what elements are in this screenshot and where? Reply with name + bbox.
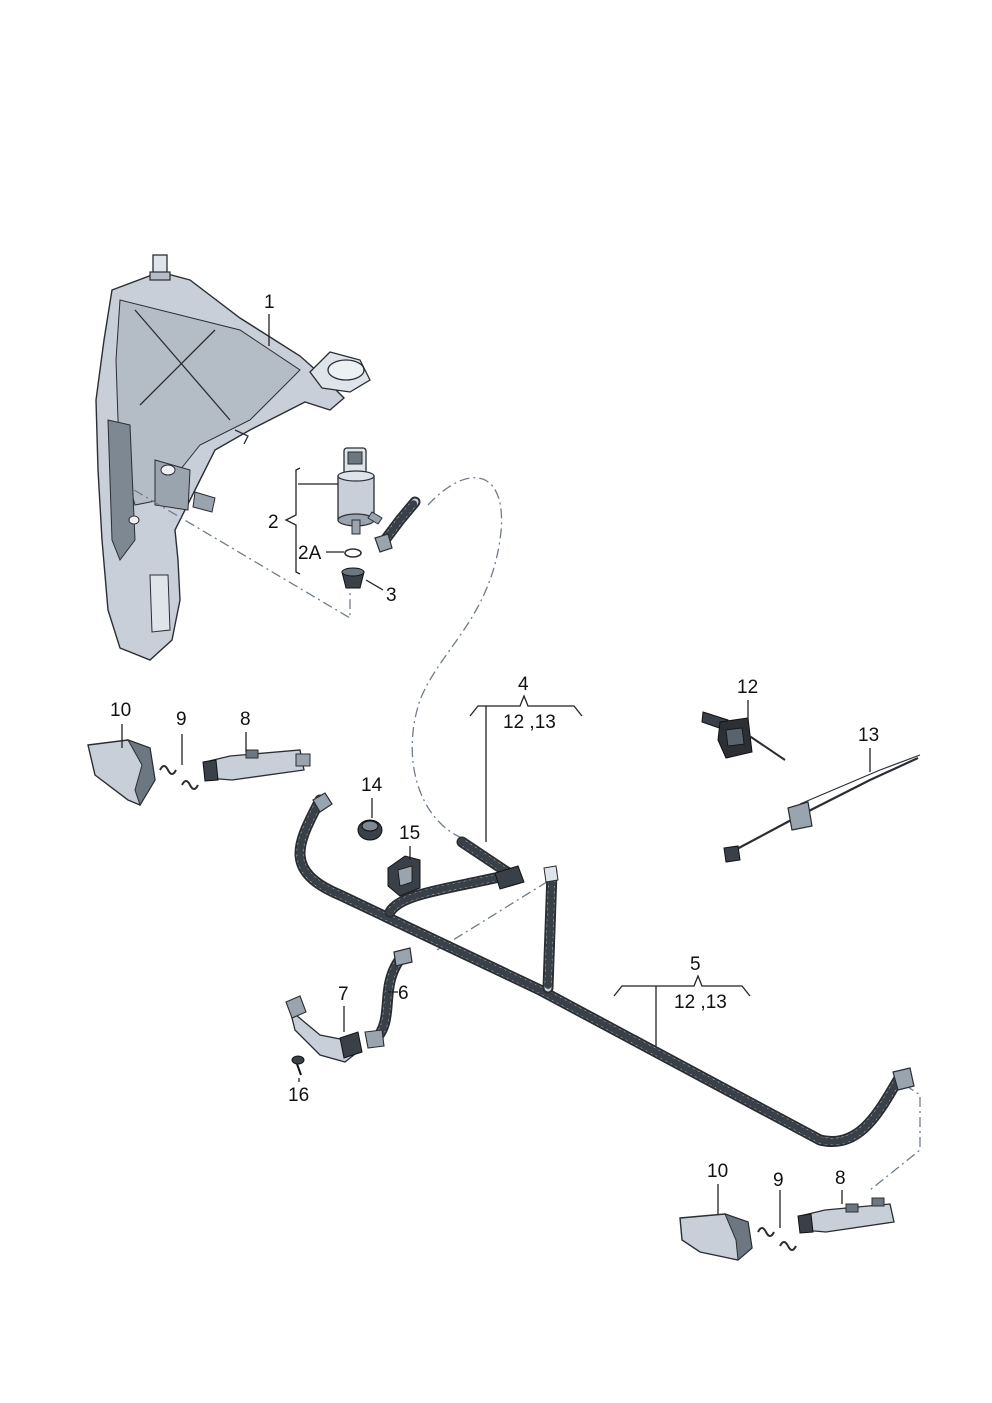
callout-12: 12 bbox=[737, 677, 758, 698]
headlight-washer-cover-left bbox=[87, 739, 156, 807]
callout-8-right: 8 bbox=[835, 1168, 846, 1189]
spring-left bbox=[159, 765, 199, 790]
callout-9-right: 9 bbox=[773, 1170, 784, 1191]
callout-10-right: 10 bbox=[707, 1161, 728, 1182]
washer-pump bbox=[337, 447, 383, 535]
callout-15: 15 bbox=[399, 823, 420, 844]
callout-5-sub: 12 ,13 bbox=[674, 992, 727, 1013]
nozzle-holder bbox=[285, 995, 385, 1063]
screw bbox=[291, 1055, 305, 1076]
nozzle-cylinder-left bbox=[202, 749, 311, 782]
seal-ring bbox=[344, 548, 362, 558]
callout-7: 7 bbox=[338, 984, 349, 1005]
callout-16: 16 bbox=[288, 1085, 309, 1106]
callout-4-sub: 12 ,13 bbox=[503, 712, 556, 733]
callout-9-left: 9 bbox=[176, 709, 187, 730]
callout-13: 13 bbox=[858, 725, 879, 746]
cable-clip bbox=[701, 711, 786, 761]
hose-clamp bbox=[357, 819, 383, 841]
callout-14: 14 bbox=[361, 775, 383, 796]
cable-tie bbox=[723, 754, 921, 863]
callout-2a: 2A bbox=[298, 543, 322, 564]
callout-6: 6 bbox=[398, 983, 409, 1004]
callout-2: 2 bbox=[268, 512, 279, 533]
callout-8-left: 8 bbox=[240, 709, 251, 730]
callout-3: 3 bbox=[386, 585, 397, 606]
holder-bracket bbox=[387, 855, 421, 897]
nozzle-cylinder-right bbox=[797, 1197, 895, 1234]
washer-fluid-reservoir bbox=[95, 254, 371, 661]
callout-10-left: 10 bbox=[110, 700, 131, 721]
callout-4: 4 bbox=[518, 674, 529, 695]
spring-right bbox=[757, 1227, 797, 1251]
callout-5: 5 bbox=[690, 954, 701, 975]
callout-1: 1 bbox=[264, 292, 275, 313]
headlight-washer-cover-right bbox=[679, 1213, 753, 1262]
hose-lines bbox=[294, 794, 904, 1148]
